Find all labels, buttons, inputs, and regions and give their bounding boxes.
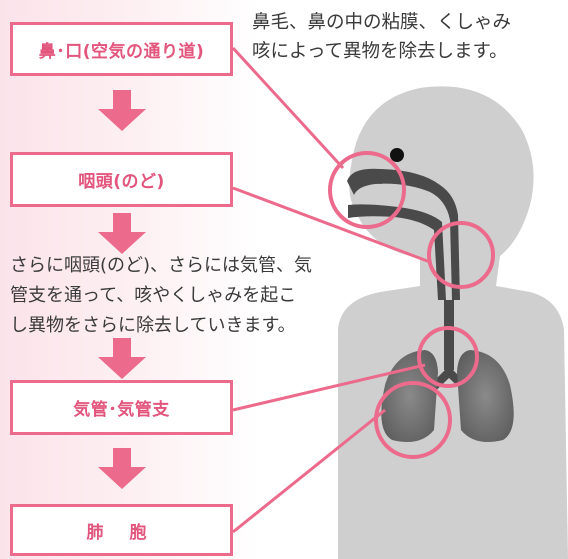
connector-alveoli [232,408,386,534]
flow-box-label: 気管･気管支 [73,400,170,420]
highlight-circle-icon [427,221,495,289]
connector-lines [231,46,431,534]
connector-pharynx [232,186,431,264]
connector-trachea [232,363,426,412]
highlight-circle-icon [328,151,406,229]
down-arrow-icon [98,448,146,490]
flow-box-pharynx: 咽頭(のど) [10,152,233,207]
eye-icon [390,148,404,162]
highlight-circle-icon [417,326,479,388]
down-arrow-icon [98,338,146,380]
caption-top: 鼻毛、鼻の中の粘膜、くしゃみ 咳によって異物を除去します。 [252,12,512,62]
flow-box-alveoli: 肺 胞 [10,504,233,556]
flow-box-nose-mouth: 鼻･口(空気の通り道) [10,22,233,76]
connector-nose [231,46,345,170]
down-arrow-icon [98,213,146,255]
caption-middle: さらに咽頭(のど)、さらには気管、気 管支を通って、咳やくしゃみを起こ し異物を… [10,255,313,336]
highlight-circle-icon [374,381,452,459]
flow-box-label: 鼻･口(空気の通り道) [38,41,205,62]
down-arrow-icon [98,90,146,132]
flow-box-label: 肺 胞 [86,522,157,543]
flow-box-label: 咽頭(のど) [78,172,165,192]
flow-box-trachea: 気管･気管支 [10,380,233,435]
